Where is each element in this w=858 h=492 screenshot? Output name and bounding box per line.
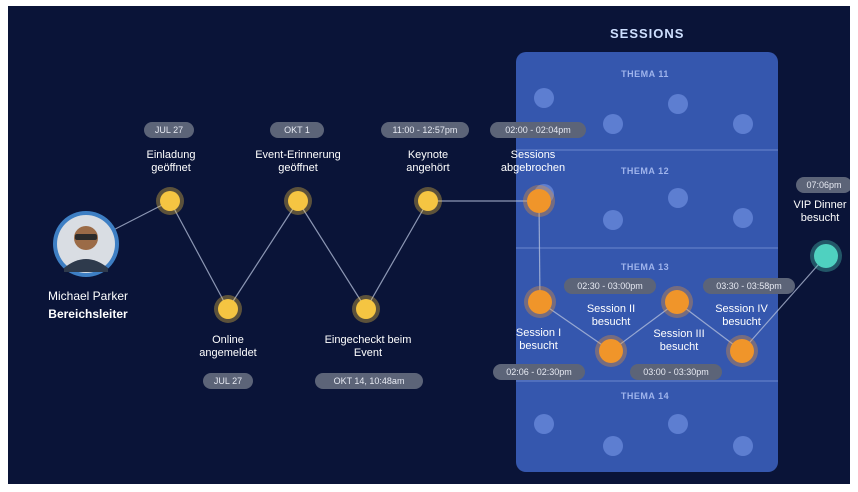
step-label-vip: VIP Dinner besucht xyxy=(793,199,847,224)
avatar-glasses xyxy=(75,234,97,240)
node-eingecheckt xyxy=(356,299,376,319)
journey-canvas xyxy=(53,52,842,472)
step-label-erinnerung: Event-Erinnerung geöffnet xyxy=(255,149,341,174)
theme-label-3: THEMA 13 xyxy=(620,262,670,272)
session-placeholder-dot xyxy=(603,114,623,134)
step-label-keynote: Keynote angehört xyxy=(406,149,450,174)
step-label-session4: Session IV besucht xyxy=(715,303,768,328)
node-online xyxy=(218,299,238,319)
node-keynote xyxy=(418,191,438,211)
session-placeholder-dot xyxy=(534,88,554,108)
time-pill-abgebrochen: 02:00 - 02:04pm xyxy=(490,122,586,138)
session-placeholder-dot xyxy=(733,208,753,228)
connector-session4-vip xyxy=(741,255,827,352)
session-placeholder-dot xyxy=(668,94,688,114)
session-placeholder-dot xyxy=(733,114,753,134)
node-session1 xyxy=(528,290,552,314)
node-vip xyxy=(814,244,838,268)
person-role: Bereichsleiter xyxy=(48,307,128,321)
customer-journey-diagram: SESSIONS THEMA 11 THEMA 12 THEMA 13 THEM… xyxy=(8,6,850,484)
step-label-einladung: Einladung geöffnet xyxy=(146,149,196,174)
time-pill-eingecheckt: OKT 14, 10:48am xyxy=(315,373,423,389)
time-pill-session1: 02:06 - 02:30pm xyxy=(493,364,585,380)
connector-session2-session3 xyxy=(610,301,678,352)
session-placeholder-dot xyxy=(733,436,753,456)
step-label-session1: Session I besucht xyxy=(515,327,562,352)
connector-abgebrochen-session1 xyxy=(538,200,541,303)
node-session3 xyxy=(665,290,689,314)
step-label-abgebrochen: Sessions abgebrochen xyxy=(500,149,566,174)
session-placeholder-dot xyxy=(668,188,688,208)
connector-online-erinnerung xyxy=(227,200,299,310)
theme-label-4: THEMA 14 xyxy=(620,391,670,401)
node-abgebrochen xyxy=(527,189,551,213)
time-pill-online: JUL 27 xyxy=(203,373,253,389)
theme-label-1: THEMA 11 xyxy=(621,69,669,79)
node-einladung xyxy=(160,191,180,211)
connector-erinnerung-eingecheckt xyxy=(297,200,367,310)
theme-label-2: THEMA 12 xyxy=(620,166,670,176)
session-placeholder-dot xyxy=(534,414,554,434)
step-label-eingecheckt: Eingecheckt beim Event xyxy=(324,334,412,359)
node-erinnerung xyxy=(288,191,308,211)
time-pill-keynote: 11:00 - 12:57pm xyxy=(381,122,469,138)
time-pill-session3: 03:00 - 03:30pm xyxy=(630,364,722,380)
connector-session1-session2 xyxy=(539,301,612,352)
connector-session3-session4 xyxy=(676,301,743,352)
node-session2 xyxy=(599,339,623,363)
sessions-title: SESSIONS xyxy=(610,26,685,41)
connector-einladung-online xyxy=(169,200,229,310)
step-label-session3: Session III besucht xyxy=(653,328,705,353)
step-label-online: Online angemeldet xyxy=(199,334,257,359)
time-pill-session4: 03:30 - 03:58pm xyxy=(703,278,795,294)
avatar-shoulders xyxy=(64,259,108,272)
person-name: Michael Parker xyxy=(47,289,129,303)
time-pill-erinnerung: OKT 1 xyxy=(270,122,324,138)
session-placeholder-dot xyxy=(603,436,623,456)
session-placeholder-dot xyxy=(668,414,688,434)
connector-eingecheckt-keynote xyxy=(365,200,429,310)
step-label-session2: Session II besucht xyxy=(586,303,636,328)
time-pill-session2: 02:30 - 03:00pm xyxy=(564,278,656,294)
time-pill-vip: 07:06pm xyxy=(796,177,850,193)
session-placeholder-dot xyxy=(603,210,623,230)
node-session4 xyxy=(730,339,754,363)
time-pill-einladung: JUL 27 xyxy=(144,122,194,138)
